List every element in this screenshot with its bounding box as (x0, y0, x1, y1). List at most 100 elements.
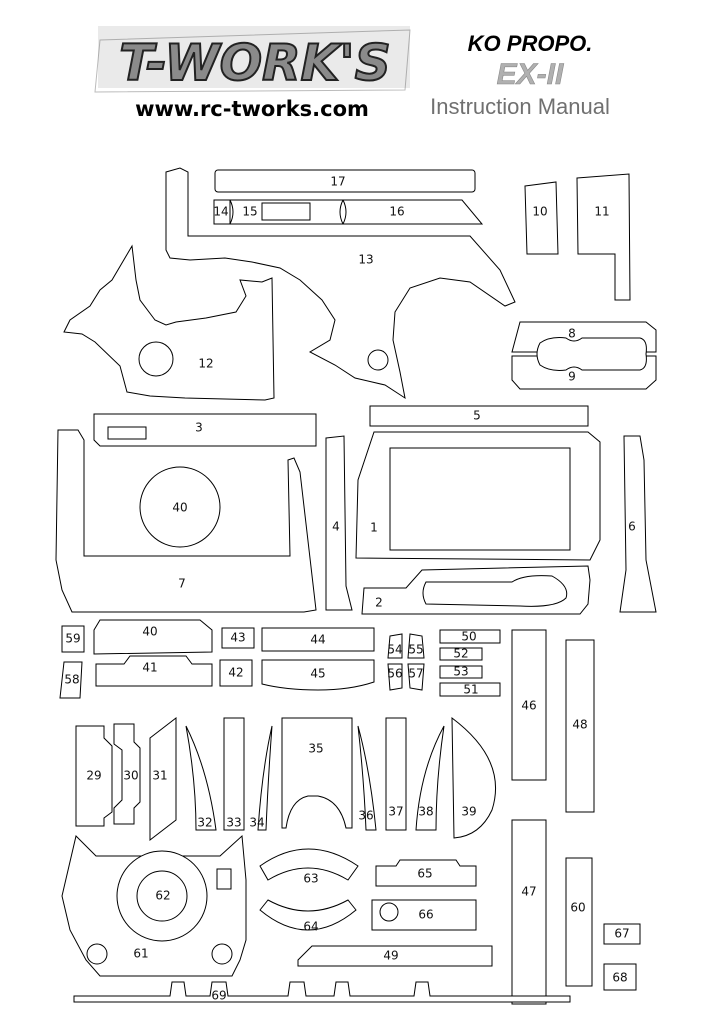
label-31: 31 (152, 769, 167, 783)
decal-11: 11 (576, 173, 631, 301)
model-logo: EX-II (497, 58, 564, 91)
label-50: 50 (461, 630, 476, 644)
decal-41: 41 (95, 655, 213, 687)
label-33: 33 (226, 816, 241, 830)
label-2: 2 (375, 596, 383, 610)
website-url: www.rc-tworks.com (135, 97, 369, 121)
label-35: 35 (308, 742, 323, 756)
manual-subtitle: Instruction Manual (430, 94, 610, 119)
label-40-circle: 40 (172, 501, 187, 515)
label-69: 69 (211, 989, 226, 1003)
decal-47: 47 (511, 819, 547, 1005)
decal-30: 30 (113, 723, 141, 825)
label-58: 58 (64, 673, 79, 687)
decal-57: 57 (407, 663, 425, 691)
decal-58: 58 (59, 661, 83, 699)
decal-2: 2 (361, 565, 591, 615)
decal-53: 53 (439, 665, 483, 679)
decal-69: 69 (73, 981, 571, 1003)
decal-35: 35 (281, 717, 353, 829)
decal-60: 60 (565, 857, 593, 987)
label-16: 16 (389, 205, 404, 219)
label-38: 38 (418, 805, 433, 819)
label-52: 52 (453, 647, 468, 661)
label-67: 67 (614, 927, 629, 941)
decal-52: 52 (439, 647, 483, 661)
label-49: 49 (383, 949, 398, 963)
decal-56: 56 (387, 663, 403, 691)
label-64: 64 (303, 920, 318, 934)
label-65: 65 (417, 867, 432, 881)
label-10: 10 (532, 205, 547, 219)
brand-logo: KO PROPO. (468, 31, 593, 56)
label-48: 48 (572, 718, 587, 732)
label-57: 57 (408, 667, 423, 681)
decal-42: 42 (219, 659, 253, 687)
label-59: 59 (65, 632, 80, 646)
label-1: 1 (370, 521, 378, 535)
decal-50: 50 (439, 629, 501, 644)
decal-40-circle: 40 (139, 466, 221, 548)
tworks-logo: T-WORK'S (94, 26, 411, 93)
label-29: 29 (86, 769, 101, 783)
label-37: 37 (388, 805, 403, 819)
decal-36: 36 (357, 725, 377, 831)
decal-12: 12 (63, 244, 275, 401)
label-44: 44 (310, 633, 325, 647)
decal-65: 65 (375, 859, 477, 887)
label-17: 17 (330, 175, 345, 189)
decal-64: 64 (259, 899, 357, 934)
decal-68: 68 (603, 963, 637, 991)
decal-54: 54 (387, 633, 403, 659)
label-61: 61 (133, 947, 148, 961)
decal-29: 29 (75, 725, 113, 827)
label-32: 32 (197, 816, 212, 830)
decal-51: 51 (439, 682, 501, 697)
label-56: 56 (387, 667, 402, 681)
label-30: 30 (123, 769, 138, 783)
decal-1: 1 (355, 431, 601, 561)
decal-8-9: 8 9 (511, 321, 657, 390)
decal-46: 46 (511, 629, 547, 781)
decal-44: 44 (261, 627, 375, 652)
decal-45: 45 (261, 659, 375, 691)
decal-14-15-16: 14 15 16 (213, 199, 484, 225)
label-6: 6 (628, 520, 636, 534)
decal-38: 38 (415, 725, 445, 831)
label-41: 41 (142, 661, 157, 675)
label-4: 4 (332, 520, 340, 534)
label-45: 45 (310, 667, 325, 681)
label-62: 62 (155, 889, 170, 903)
decal-55: 55 (407, 633, 425, 659)
decal-66: 66 (371, 899, 477, 931)
label-7: 7 (178, 577, 186, 591)
header: T-WORK'S www.rc-tworks.com KO PROPO. EX-… (94, 26, 610, 121)
decal-13: 13 (165, 167, 516, 400)
decal-10: 10 (524, 181, 559, 255)
decal-63: 63 (259, 848, 359, 886)
decal-7: 7 (55, 429, 317, 613)
decal-62: 62 (136, 870, 188, 922)
label-53: 53 (453, 665, 468, 679)
label-9: 9 (568, 370, 576, 384)
label-12: 12 (198, 357, 213, 371)
decal-6: 6 (619, 435, 657, 613)
label-36: 36 (358, 809, 373, 823)
label-34: 34 (249, 816, 264, 830)
decal-49: 49 (297, 945, 493, 967)
decal-3: 3 (93, 413, 317, 447)
label-15: 15 (242, 205, 257, 219)
decal-33: 33 (223, 717, 245, 831)
label-43: 43 (230, 631, 245, 645)
decal-37: 37 (385, 717, 407, 831)
label-14: 14 (213, 205, 228, 219)
label-54: 54 (387, 643, 402, 657)
label-39: 39 (461, 805, 476, 819)
decal-5: 5 (369, 405, 589, 427)
decal-48: 48 (565, 639, 595, 813)
decal-67: 67 (603, 923, 641, 945)
label-46: 46 (521, 699, 536, 713)
decal-34: 34 (249, 725, 273, 831)
decal-40-strip: 40 (93, 619, 213, 655)
decal-43: 43 (221, 627, 255, 649)
